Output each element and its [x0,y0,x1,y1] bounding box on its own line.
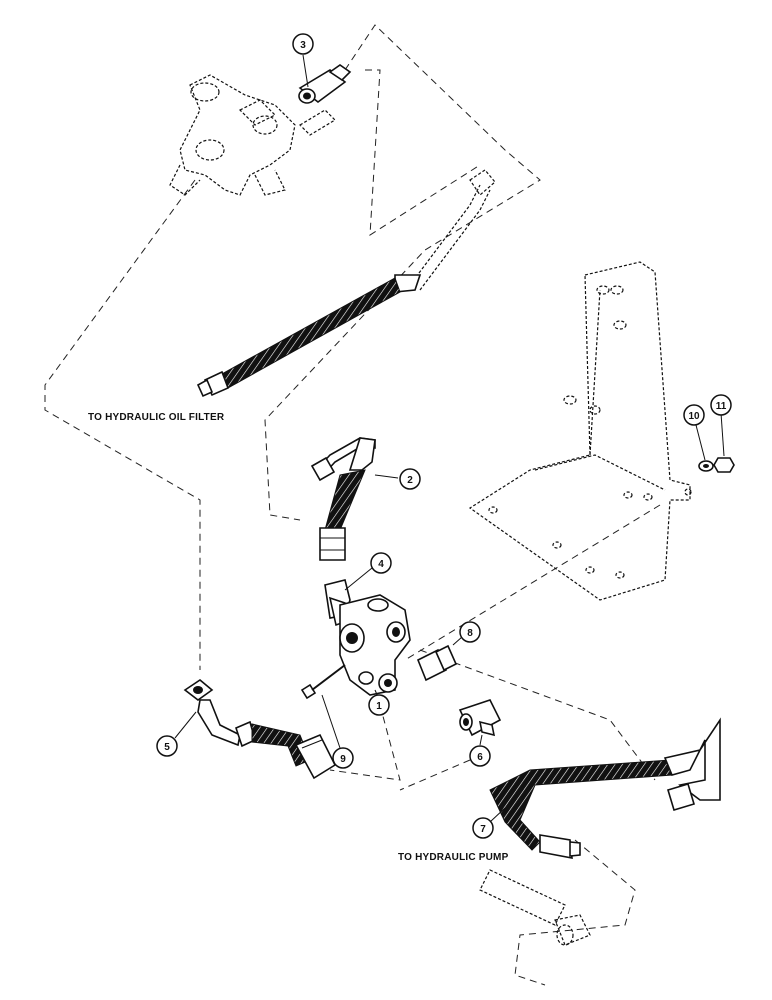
note-hydraulic-pump: TO HYDRAULIC PUMP [398,852,509,863]
svg-text:4: 4 [378,559,384,570]
svg-text:3: 3 [300,40,306,51]
svg-text:9: 9 [340,754,346,765]
part-1-valve-block [339,594,411,698]
svg-text:2: 2 [407,475,413,486]
callout-4: 4 [370,552,392,574]
part-10-11-hardware [695,412,735,473]
mounting-bracket [468,261,692,601]
callout-5: 5 [156,735,178,757]
svg-text:5: 5 [164,742,170,753]
callout-6: 6 [469,745,491,767]
phantom-valve-assembly [169,74,336,196]
part-8-adapter [416,636,463,682]
upper-hose-assembly [196,169,496,398]
part-3-tee-fitting [298,54,352,104]
phantom-pump-pipe [479,869,591,946]
part-2-tube-hose [310,437,399,561]
callout-9: 9 [332,747,354,769]
part-9-bolt [300,664,346,749]
svg-text:10: 10 [688,411,700,422]
callout-1: 1 [368,694,390,716]
callout-3: 3 [292,33,314,55]
part-6-tee [458,699,502,746]
svg-text:1: 1 [376,701,382,712]
svg-text:7: 7 [480,824,486,835]
callout-2: 2 [399,468,421,490]
routing-lines [44,24,661,986]
note-oil-filter: TO HYDRAULIC OIL FILTER [88,412,225,423]
svg-text:6: 6 [477,752,483,763]
callout-8: 8 [459,621,481,643]
svg-text:11: 11 [716,401,727,412]
svg-text:8: 8 [467,628,473,639]
callout-7: 7 [472,817,494,839]
part-5-lower-hose [174,679,337,780]
part-7-pump-hose [489,717,721,859]
callout-11: 11 [710,394,732,416]
callout-10: 10 [683,404,705,426]
